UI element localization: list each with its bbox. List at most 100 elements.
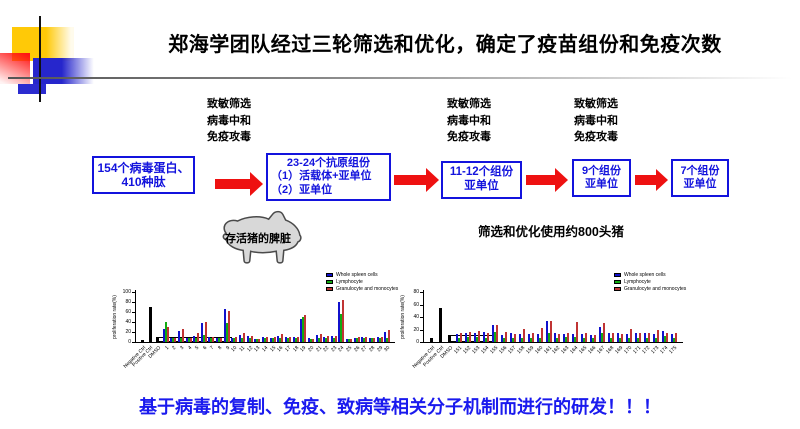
legend-entry: Whole spleen cells (326, 272, 398, 279)
flow-box-line: 亚单位 (585, 178, 618, 190)
bar (271, 338, 274, 342)
flow-box-line: （1）活载体+亚单位 (271, 170, 372, 183)
x-axis-line (135, 342, 395, 343)
arrow-body (526, 175, 556, 185)
bar (179, 338, 182, 342)
stage-label-line: 病毒中和 (574, 114, 618, 127)
bar (610, 338, 613, 342)
bar (626, 333, 629, 342)
bar (612, 333, 615, 342)
bar (281, 334, 284, 342)
bar (574, 337, 577, 342)
bar (522, 328, 525, 342)
bar (527, 333, 530, 342)
pig-icon (222, 210, 302, 264)
bar (386, 338, 389, 342)
y-tick-label: 0 (128, 339, 131, 345)
bar (355, 338, 358, 342)
bar (493, 332, 496, 342)
bar (162, 328, 165, 342)
bar (502, 338, 505, 342)
legend-label: Granulocyte and monocytes (624, 286, 687, 292)
bar (218, 338, 221, 342)
control-bar (448, 334, 452, 342)
y-tick-label: 80 (413, 289, 419, 295)
bar (482, 332, 485, 342)
y-tick-label: 40 (413, 314, 419, 320)
bar (583, 338, 586, 342)
y-tick-mark (132, 342, 135, 343)
bar (235, 337, 238, 342)
bar (340, 314, 343, 342)
bar (246, 335, 249, 342)
bar (529, 338, 532, 342)
y-tick-label: 20 (125, 329, 131, 335)
legend-swatch (326, 273, 333, 277)
control-bar (141, 339, 145, 342)
bar (357, 337, 360, 342)
bar (288, 337, 291, 342)
bar (556, 338, 559, 342)
y-tick-label: 40 (125, 319, 131, 325)
legend-label: Lymphocyte (624, 279, 651, 285)
bar (565, 337, 568, 342)
bar (172, 338, 175, 342)
bar (350, 338, 353, 342)
bar (277, 336, 280, 342)
bar (657, 330, 660, 342)
bar (538, 338, 541, 342)
flow-box-line: 亚单位 (464, 180, 499, 192)
bar (330, 336, 333, 342)
legend-entry: Lymphocyte (614, 279, 686, 286)
bar (644, 333, 647, 342)
bar (662, 330, 665, 342)
footer-statement: 基于病毒的复制、免疫、致病等相关分子机制而进行的研发！！！ (139, 397, 661, 417)
bar (284, 337, 287, 342)
y-tick-label: 100 (122, 289, 131, 295)
bar (361, 337, 364, 342)
bar (187, 338, 190, 342)
bar (304, 314, 307, 342)
stage-label-3: 致敏筛选 病毒中和 免疫攻毒 (574, 96, 618, 146)
bar (262, 337, 264, 342)
bar (302, 317, 305, 342)
bar (353, 337, 356, 342)
bar (208, 336, 211, 342)
bar (273, 337, 276, 342)
bar (484, 338, 487, 342)
bar (327, 336, 330, 342)
y-tick-mark (132, 332, 135, 333)
bar (332, 338, 335, 342)
bar (457, 338, 460, 342)
bar (603, 323, 606, 342)
bar (241, 338, 244, 342)
bar (348, 339, 351, 342)
bar (585, 333, 588, 342)
legend-swatch (326, 287, 333, 291)
legend-label: Lymphocyte (336, 279, 363, 285)
y-tick-mark (132, 312, 135, 313)
decoration-blue-bar (33, 58, 97, 84)
bar (599, 327, 602, 342)
flow-box-line: 9个组份 (581, 164, 622, 177)
control-bar (156, 337, 160, 342)
bar (256, 339, 259, 342)
pig-count-note: 筛选和优化使用约800头猪 (478, 225, 624, 239)
bar (266, 336, 268, 342)
y-tick-label: 0 (416, 339, 419, 345)
bar (193, 335, 196, 342)
bar (311, 338, 314, 342)
bar (227, 311, 230, 342)
legend-entry: Whole spleen cells (614, 272, 686, 279)
bar (189, 338, 192, 342)
y-tick-label: 60 (125, 309, 131, 315)
stage-label-2: 致敏筛选 病毒中和 免疫攻毒 (447, 96, 491, 146)
bar (258, 338, 261, 342)
bar (325, 338, 328, 342)
bar (619, 338, 622, 342)
flow-arrow-icon (635, 169, 668, 191)
bar (547, 333, 550, 342)
bar (300, 318, 303, 342)
flow-box-7-components: 7个组份 亚单位 (671, 159, 729, 197)
